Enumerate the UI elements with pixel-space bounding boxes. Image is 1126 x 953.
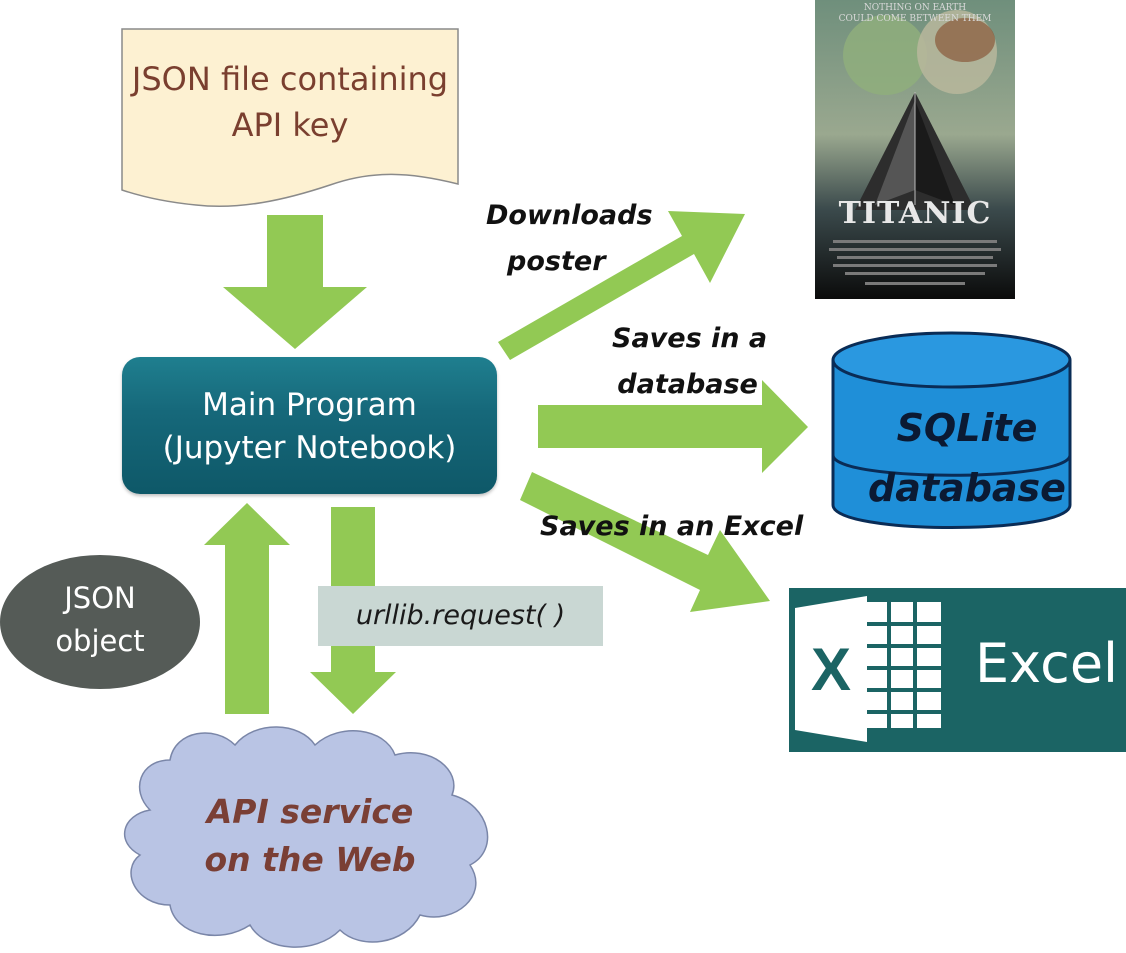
json-object-ellipse — [0, 555, 200, 689]
poster-face-left — [843, 15, 927, 95]
api-service-label-line2: on the Web — [204, 840, 416, 879]
excel-grid-lines — [867, 602, 941, 728]
arrow-document-to-main — [223, 215, 367, 349]
api-service-label: API service on the Web — [160, 788, 460, 884]
excel-x-tile — [795, 596, 867, 742]
poster-title: TITANIC — [838, 196, 992, 231]
poster-tagline-line1: NOTHING ON EARTH — [863, 3, 967, 13]
sqlite-label: SQLite database — [852, 398, 1082, 518]
excel-logo-icon: X — [789, 588, 1126, 752]
main-program-label-line1: Main Program — [202, 387, 417, 423]
poster-art — [815, 0, 1015, 299]
json-object-label-line1: JSON — [64, 581, 136, 615]
database-cylinder-icon — [831, 331, 1072, 529]
excel-word: Excel — [975, 632, 1119, 695]
excel-sheet-shape — [855, 602, 941, 728]
arrow-saves-database — [538, 380, 808, 473]
saves-db-label-line2: database — [617, 369, 758, 400]
downloads-label-line1: Downloads — [486, 200, 653, 231]
main-program-box — [122, 357, 497, 494]
json-file-label-line2: API key — [231, 106, 349, 144]
request-label-background — [318, 586, 603, 646]
main-program-label-line2: (Jupyter Notebook) — [162, 430, 457, 466]
poster-tagline: NOTHING ON EARTH COULD COME BETWEEN THEM — [815, 3, 1015, 25]
sqlite-label-line2: database — [868, 466, 1066, 510]
poster-credits — [829, 240, 1001, 285]
json-file-document — [121, 28, 459, 208]
json-object-label: JSON object — [0, 577, 200, 663]
titanic-poster-image: NOTHING ON EARTH COULD COME BETWEEN THEM… — [815, 0, 1015, 299]
saves-database-label: Saves in a database — [612, 316, 767, 408]
arrow-api-to-main — [204, 503, 290, 714]
excel-logo-graphic: X — [795, 596, 941, 742]
api-service-cloud — [123, 726, 489, 948]
arrow-saves-excel — [520, 472, 770, 612]
saves-excel-label: Saves in an Excel — [540, 511, 804, 542]
main-program-label: Main Program (Jupyter Notebook) — [122, 384, 497, 470]
downloads-poster-label: Downloads poster — [486, 193, 653, 285]
sqlite-label-line1: SQLite — [896, 406, 1038, 450]
json-file-label-line1: JSON file containing — [131, 60, 449, 98]
excel-x-letter: X — [811, 636, 851, 703]
json-file-label: JSON file containing API key — [122, 56, 458, 148]
api-service-label-line1: API service — [206, 792, 414, 831]
arrow-downloads-poster — [498, 211, 745, 360]
poster-tagline-line2: COULD COME BETWEEN THEM — [838, 14, 992, 24]
json-object-label-line2: object — [55, 624, 145, 658]
downloads-label-line2: poster — [507, 246, 606, 277]
saves-db-label-line1: Saves in a — [612, 323, 768, 354]
request-label: urllib.request( ) — [355, 600, 566, 631]
